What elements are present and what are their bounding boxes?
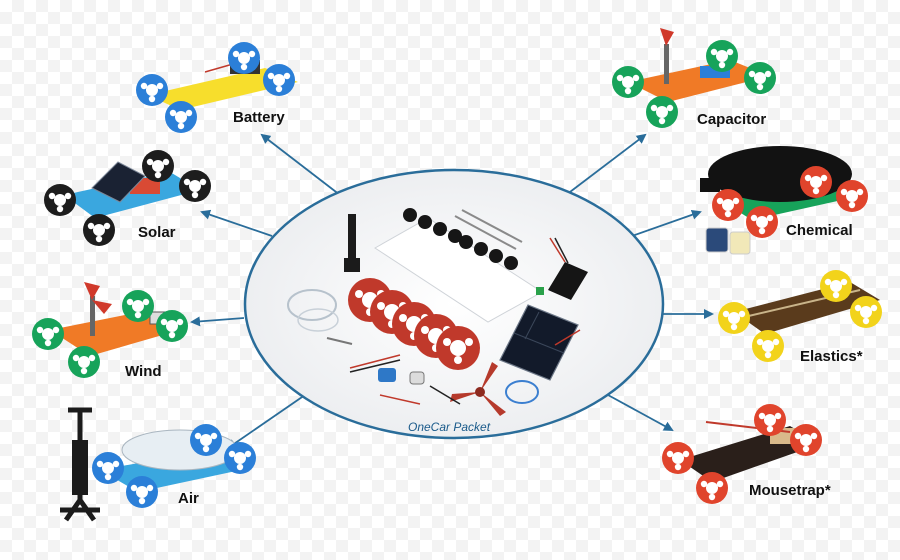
elastics-car — [718, 270, 882, 362]
wire — [349, 354, 401, 369]
arrow-solar — [200, 209, 273, 237]
label-capacitor: Capacitor — [697, 111, 767, 128]
axle — [461, 209, 523, 243]
label-mousetrap: Mousetrap* — [749, 482, 831, 499]
label-chemical: Chemical — [786, 222, 853, 239]
clear-cap-inner — [297, 308, 339, 332]
arrow-mousetrap — [607, 394, 674, 431]
label-air: Air — [178, 490, 199, 507]
label-solar: Solar — [138, 224, 176, 241]
arrows — [190, 133, 714, 450]
axle — [454, 215, 517, 250]
propeller-mount — [348, 214, 356, 264]
mousetrap-car — [662, 404, 822, 504]
propeller-base — [344, 258, 360, 272]
onecar-packet — [243, 168, 665, 440]
rubber-dots — [403, 208, 518, 270]
wire — [429, 385, 461, 405]
arrow-battery — [260, 133, 341, 196]
motor — [378, 368, 396, 382]
wind-car — [32, 282, 188, 378]
wire — [326, 337, 353, 345]
wire — [379, 394, 421, 405]
wire — [554, 329, 581, 346]
red-propeller — [450, 362, 506, 416]
wire — [349, 359, 401, 373]
chemical-car — [700, 146, 868, 255]
motor-2 — [409, 371, 425, 385]
capacitor-car — [612, 28, 776, 128]
arrow-wind — [190, 316, 245, 327]
arrow-air — [226, 394, 306, 450]
rubber-band — [505, 380, 539, 404]
clear-cap — [287, 289, 337, 321]
battery-holder — [548, 262, 588, 300]
jar — [705, 227, 729, 253]
solar-car — [44, 150, 211, 246]
air-car — [60, 407, 256, 522]
center-label: OneCar Packet — [408, 420, 491, 434]
label-battery: Battery — [233, 109, 285, 126]
arrow-capacitor — [565, 133, 647, 196]
jar-2 — [729, 231, 751, 255]
label-elastics: Elastics* — [800, 348, 863, 365]
arrow-chemical — [631, 209, 702, 237]
battery-car — [136, 42, 298, 133]
label-wind: Wind — [125, 363, 162, 380]
